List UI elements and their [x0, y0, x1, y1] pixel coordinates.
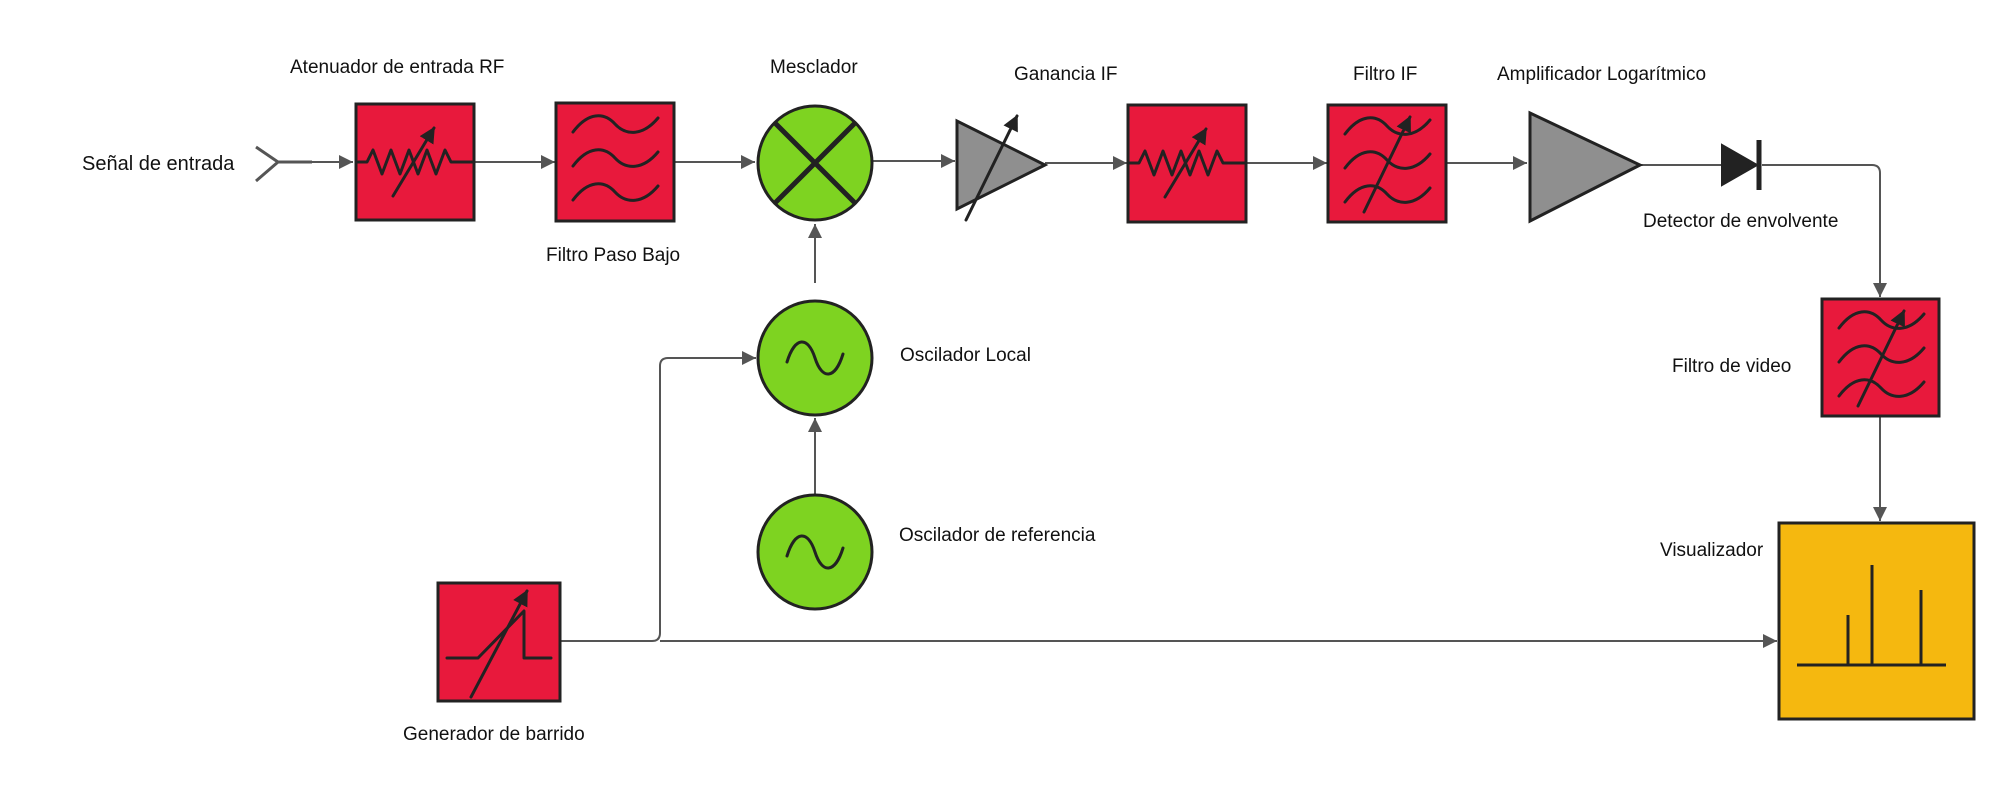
label-if-filter: Filtro IF	[1353, 64, 1417, 85]
if-filter-block	[1326, 103, 1448, 224]
log-amplifier-block	[1528, 110, 1644, 224]
label-if-gain: Ganancia IF	[1014, 64, 1118, 85]
low-pass-filter-block	[554, 101, 676, 223]
label-reference-oscillator: Oscilador de referencia	[899, 525, 1096, 546]
wire-detector-to-video-filter	[1762, 164, 1887, 297]
label-local-oscillator: Oscilador Local	[900, 345, 1031, 366]
diode-icon	[1721, 140, 1762, 190]
variable-resistor-icon	[356, 126, 474, 198]
amplifier-icon	[1528, 110, 1644, 224]
if-attenuator-block	[1126, 103, 1248, 224]
label-low-pass-filter: Filtro Paso Bajo	[546, 245, 680, 266]
label-envelope-detector: Detector de envolvente	[1643, 211, 1838, 232]
if-gain-block	[955, 114, 1049, 222]
mixer-icon	[773, 121, 857, 205]
variable-resistor-icon	[1128, 127, 1246, 199]
low-pass-filter-icon	[571, 114, 660, 202]
label-mixer: Mesclador	[770, 57, 858, 78]
tunable-filter-icon	[1343, 115, 1432, 214]
sweep-ramp-icon	[445, 589, 553, 699]
sine-oscillator-icon	[785, 534, 845, 570]
label-sweep-generator: Generador de barrido	[403, 724, 585, 745]
antenna-icon	[255, 145, 312, 183]
display-box	[1777, 521, 1976, 721]
tunable-filter-icon	[1837, 309, 1926, 408]
display-block	[1777, 521, 1976, 721]
mixer-block	[756, 104, 874, 222]
label-input-signal: Señal de entrada	[82, 153, 235, 175]
label-display: Visualizador	[1660, 540, 1764, 561]
spectrum-display-icon	[1797, 565, 1946, 667]
wire-sweep-to-local-osc	[560, 351, 756, 642]
sine-oscillator-icon	[785, 340, 845, 376]
reference-oscillator-block	[756, 493, 874, 611]
if-gain-triangle	[955, 118, 1049, 212]
label-video-filter: Filtro de video	[1672, 356, 1791, 377]
signal-wires	[278, 154, 1887, 648]
label-rf-attenuator: Atenuador de entrada RF	[290, 57, 504, 78]
local-oscillator-block	[756, 299, 874, 417]
sweep-generator-block	[436, 581, 562, 703]
rf-attenuator-block	[354, 102, 476, 222]
variable-amplifier-icon	[964, 114, 1019, 222]
video-filter-block	[1820, 297, 1941, 418]
label-log-amplifier: Amplificador Logarítmico	[1497, 64, 1706, 85]
